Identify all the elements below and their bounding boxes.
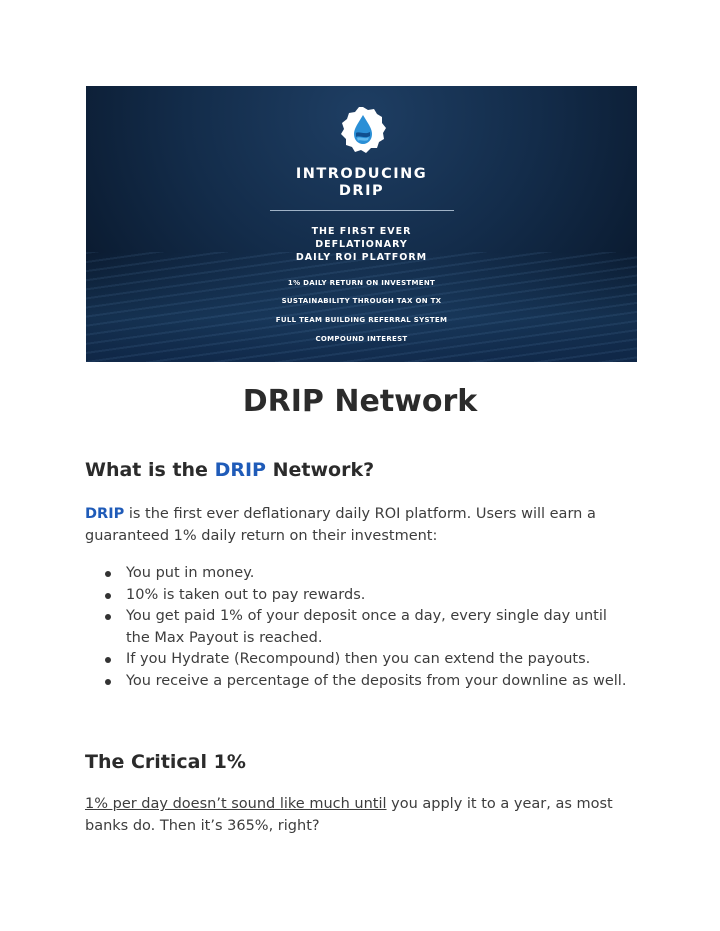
- banner-water-texture: [86, 252, 637, 362]
- banner-feature: FULL TEAM BUILDING REFERRAL SYSTEM: [275, 316, 448, 324]
- banner-divider: [270, 210, 454, 211]
- underlined-phrase: 1% per day doesn’t sound like much until: [85, 796, 387, 812]
- banner-feature: SUSTAINABILITY THROUGH TAX ON TX: [281, 297, 442, 305]
- bullet-dot: [105, 678, 111, 685]
- bullet-dot: [105, 657, 111, 663]
- banner-feature: 1% DAILY RETURN ON INVESTMENT: [287, 279, 436, 287]
- intro-paragraph: DRIP is the first ever deflationary dail…: [85, 503, 635, 547]
- banner-title-line1: INTRODUCING: [295, 166, 428, 182]
- heading-text: What is the: [85, 459, 208, 481]
- intro-text: is the first ever deflationary daily ROI…: [85, 506, 596, 544]
- intro-accent-drip: DRIP: [85, 506, 125, 522]
- banner-subtitle-line: DAILY ROI PLATFORM: [295, 252, 428, 263]
- list-item-text: You get paid 1% of your deposit once a d…: [126, 608, 607, 646]
- list-item: If you Hydrate (Recompound) then you can…: [85, 649, 635, 671]
- bullet-dot: [105, 571, 111, 577]
- heading-text: Network?: [272, 459, 375, 481]
- feature-bullet-list: You put in money. 10% is taken out to pa…: [85, 563, 635, 692]
- paragraph-text: you apply it to a year, as most banks do…: [85, 796, 613, 834]
- banner-title-line2: DRIP: [338, 183, 385, 199]
- list-item: 10% is taken out to pay rewards.: [85, 585, 635, 607]
- document-title: DRIP Network: [242, 384, 478, 419]
- section-heading-what-is-drip: What is the DRIP Network?: [85, 459, 374, 481]
- list-item-text: 10% is taken out to pay rewards.: [126, 586, 366, 603]
- bullet-dot: [105, 592, 111, 599]
- banner-subtitle-line: THE FIRST EVER: [311, 226, 412, 237]
- intro-banner: INTRODUCING DRIP THE FIRST EVER DEFLATIO…: [86, 86, 637, 362]
- banner-feature: COMPOUND INTEREST: [315, 335, 408, 343]
- list-item-text: You put in money.: [126, 565, 255, 581]
- banner-subtitle-line: DEFLATIONARY: [315, 239, 408, 250]
- list-item-text: If you Hydrate (Recompound) then you can…: [126, 651, 591, 667]
- bullet-dot: [105, 614, 111, 620]
- heading-accent-drip: DRIP: [214, 459, 266, 481]
- water-drop-icon: [341, 107, 386, 153]
- list-item-text: You receive a percentage of the deposits…: [126, 672, 627, 689]
- list-item: You put in money.: [85, 563, 635, 585]
- list-item: You get paid 1% of your deposit once a d…: [85, 606, 635, 649]
- list-item: You receive a percentage of the deposits…: [85, 671, 635, 693]
- section-heading-critical-1-percent: The Critical 1%: [85, 751, 246, 773]
- critical-paragraph: 1% per day doesn’t sound like much until…: [85, 793, 635, 837]
